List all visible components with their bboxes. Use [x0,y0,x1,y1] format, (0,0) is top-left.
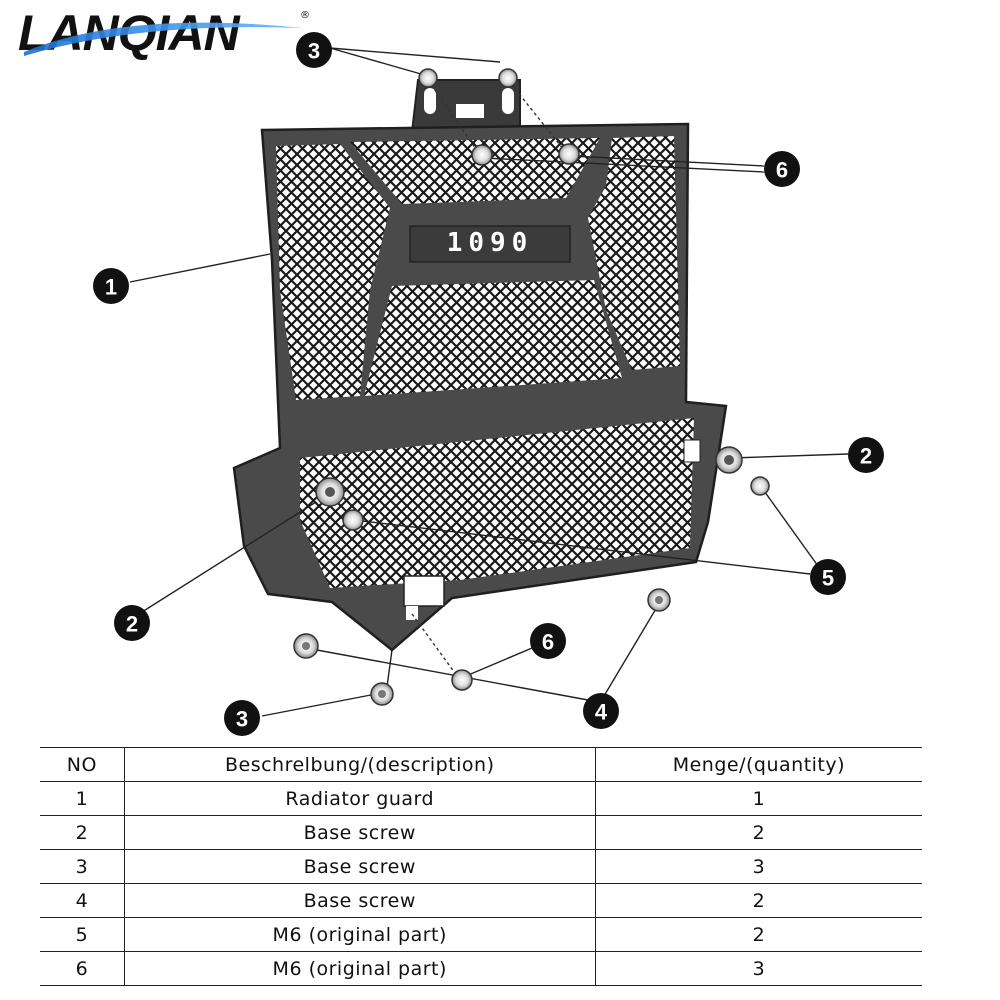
cell-quantity: 1 [595,781,922,816]
assembly-lines [411,79,569,681]
callout-label: 3 [308,39,320,64]
header-description: Beschrelbung/(description) [124,747,596,782]
cell-no: 3 [40,849,125,884]
header-no: NO [40,747,125,782]
bracket-center-cutout [456,104,484,118]
cell-description: M6 (original part) [124,951,596,986]
table-row: 1 Radiator guard 1 [40,781,922,816]
cell-no: 1 [40,781,125,816]
parts-table: NO Beschrelbung/(description) Menge/(qua… [40,747,922,986]
washer-hole [724,455,734,465]
logo-swoosh [24,22,302,57]
callout-3-top: 3 [296,32,332,68]
cell-no: 6 [40,951,125,986]
callout-3-bottom: 3 [224,700,260,736]
hardware [293,68,770,706]
cell-description: Base screw [124,883,596,918]
cell-quantity: 2 [595,815,922,850]
washer-icon [418,68,438,88]
screw-icon [471,144,493,166]
callout-label: 4 [595,700,608,725]
table-header-row: NO Beschrelbung/(description) Menge/(qua… [40,747,922,782]
cell-quantity: 2 [595,917,922,952]
callout-5: 5 [810,559,846,595]
callout-label: 2 [860,444,872,469]
table-row: 5 M6 (original part) 2 [40,917,922,952]
callout-2-right: 2 [848,437,884,473]
spacer-hole [655,596,663,604]
cell-quantity: 3 [595,849,922,884]
callout-label: 6 [542,630,554,655]
callout-label: 2 [126,612,138,637]
cell-quantity: 3 [595,951,922,986]
brand-logo: LANQIAN ® [18,5,310,61]
model-plate-text: 1090 [447,228,534,258]
table-row: 3 Base screw 3 [40,849,922,884]
cell-no: 2 [40,815,125,850]
table-row: 6 M6 (original part) 3 [40,951,922,986]
callout-6-bottom: 6 [530,623,566,659]
model-plate [409,225,571,263]
cell-no: 4 [40,883,125,918]
parts-diagram: 1090 [93,32,884,736]
bottom-tab-hole [406,606,418,620]
callout-label: 5 [822,566,834,591]
logo-registered-mark: ® [300,10,310,21]
cell-description: Radiator guard [124,781,596,816]
screw-icon [342,509,364,531]
washer-icon [498,68,518,88]
cell-description: M6 (original part) [124,917,596,952]
leader-lines [129,47,849,717]
callout-label: 6 [776,158,788,183]
mesh-panel-upper-left [276,144,390,400]
table-row: 2 Base screw 2 [40,815,922,850]
bracket-slot-left [424,88,436,114]
callout-1: 1 [93,268,129,304]
table-row: 4 Base screw 2 [40,883,922,918]
washer-hole [378,690,386,698]
callout-label: 3 [236,707,248,732]
bottom-tab-slot [403,575,445,607]
screw-icon [750,476,770,496]
bracket-slot-right [502,88,514,114]
mesh-panel-top [350,138,600,204]
callout-2-left: 2 [114,605,150,641]
spacer-hole [302,642,310,650]
washer-hole [325,487,335,497]
mesh-panel-lower [300,418,694,588]
callout-label: 1 [105,275,117,300]
cell-description: Base screw [124,815,596,850]
mesh-panel-center [364,280,622,396]
cell-no: 5 [40,917,125,952]
callout-4: 4 [583,693,619,729]
right-mount-slot [683,439,701,463]
screw-icon [451,669,473,691]
screw-icon [558,143,580,165]
callout-6-top: 6 [764,151,800,187]
mesh-panel-upper-right [588,136,680,370]
cell-quantity: 2 [595,883,922,918]
header-quantity: Menge/(quantity) [595,747,922,782]
cell-description: Base screw [124,849,596,884]
